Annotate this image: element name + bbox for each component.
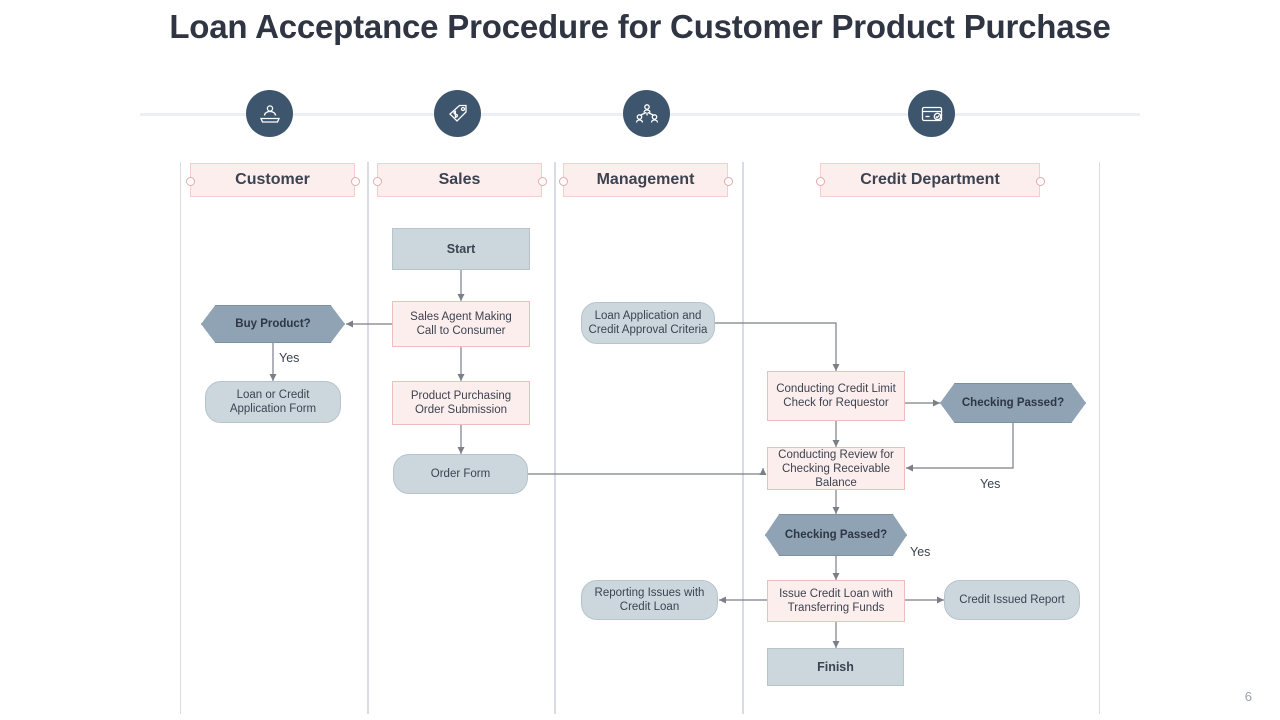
customer-service-icon <box>246 90 293 137</box>
node-credit-issued-report[interactable]: Credit Issued Report <box>944 580 1080 620</box>
node-review-receivable-balance[interactable]: Conducting Review for Checking Receivabl… <box>767 447 905 490</box>
price-tag-icon <box>434 90 481 137</box>
lane-dot <box>373 177 382 186</box>
node-loan-application-criteria[interactable]: Loan Application and Credit Approval Cri… <box>581 302 715 344</box>
lane-dot <box>816 177 825 186</box>
lane-customer <box>180 162 368 714</box>
edge-label-yes-buy: Yes <box>279 351 300 365</box>
node-sales-agent-call[interactable]: Sales Agent Making Call to Consumer <box>392 301 530 347</box>
lane-dot <box>186 177 195 186</box>
node-checking-passed-1[interactable]: Checking Passed? <box>940 383 1086 423</box>
node-credit-limit-check[interactable]: Conducting Credit Limit Check for Reques… <box>767 371 905 421</box>
node-issue-credit-loan[interactable]: Issue Credit Loan with Transferring Fund… <box>767 580 905 622</box>
lane-sales <box>368 162 555 714</box>
credit-card-check-icon <box>908 90 955 137</box>
lane-dot <box>351 177 360 186</box>
node-start[interactable]: Start <box>392 228 530 270</box>
edge-label-yes-check1: Yes <box>980 477 1001 491</box>
lane-header-customer: Customer <box>190 163 355 197</box>
lane-management <box>555 162 743 714</box>
edge-label-yes-check2: Yes <box>910 545 931 559</box>
page-number: 6 <box>1244 689 1252 704</box>
team-management-icon <box>623 90 670 137</box>
node-product-purchasing-order[interactable]: Product Purchasing Order Submission <box>392 381 530 425</box>
lane-header-sales: Sales <box>377 163 542 197</box>
lane-dot <box>559 177 568 186</box>
node-buy-product[interactable]: Buy Product? <box>201 305 345 343</box>
page-title: Loan Acceptance Procedure for Customer P… <box>169 8 1111 45</box>
node-loan-credit-application-form[interactable]: Loan or Credit Application Form <box>205 381 341 423</box>
lane-header-credit-department: Credit Department <box>820 163 1040 197</box>
lane-header-management: Management <box>563 163 728 197</box>
node-finish[interactable]: Finish <box>767 648 904 686</box>
lane-credit-department <box>743 162 1100 714</box>
node-order-form[interactable]: Order Form <box>393 454 528 494</box>
lane-dot <box>538 177 547 186</box>
node-checking-passed-2[interactable]: Checking Passed? <box>765 514 907 556</box>
lane-dot <box>724 177 733 186</box>
lane-dot <box>1036 177 1045 186</box>
node-reporting-issues[interactable]: Reporting Issues with Credit Loan <box>581 580 718 620</box>
